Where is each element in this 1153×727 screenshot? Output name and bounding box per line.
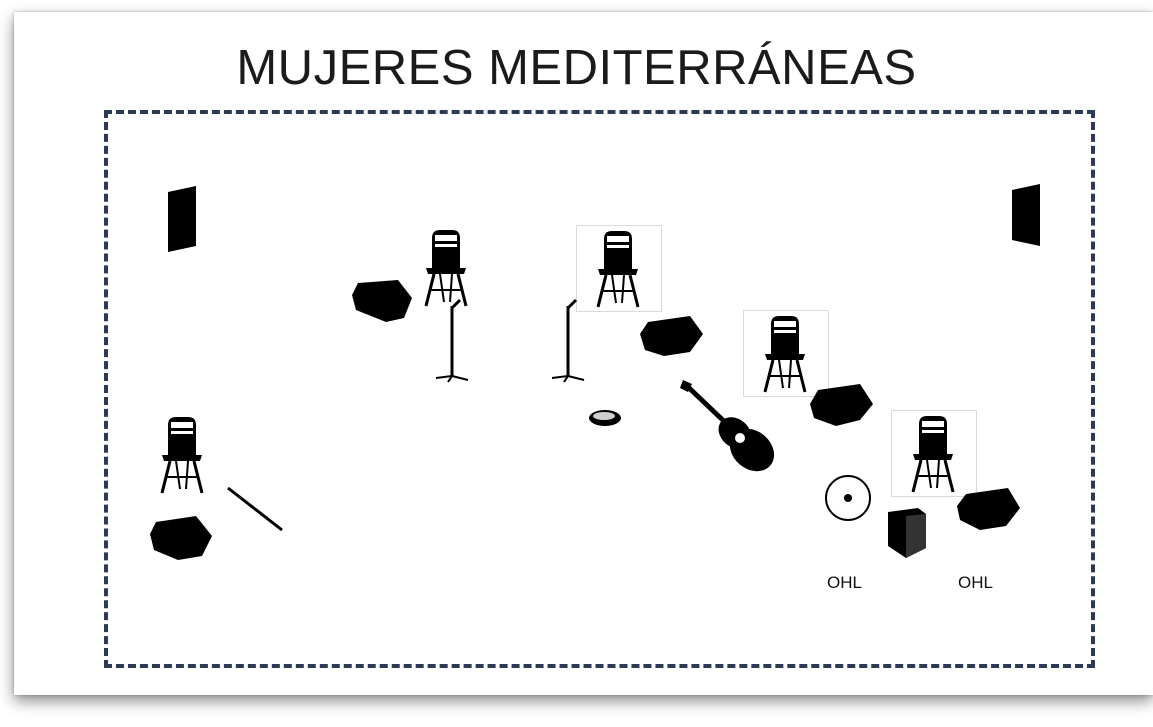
ohl-label-right: OHL (958, 573, 993, 592)
cajon-icon (888, 508, 926, 558)
chair-icon (596, 229, 640, 309)
side-fill-speaker-icon (1012, 184, 1040, 246)
ohl-label-left: OHL (827, 573, 862, 592)
monitor-wedge-icon (352, 280, 412, 322)
guitar-icon (680, 380, 775, 472)
chair-icon (763, 314, 807, 394)
monitor-wedge-icon (640, 316, 703, 356)
monitor-wedge-icon (150, 516, 212, 560)
side-fill-speaker-icon (168, 186, 196, 252)
mic-stand-icon (550, 298, 586, 384)
stage-boundary (104, 110, 1095, 668)
tambourine-icon (589, 410, 621, 426)
mic-stand-icon (434, 298, 470, 384)
monitor-wedge-icon (957, 488, 1020, 530)
chair-icon (424, 228, 468, 308)
chair-icon (911, 414, 955, 494)
flute-icon (227, 486, 283, 532)
monitor-wedge-icon (810, 384, 873, 426)
chair-icon (160, 415, 204, 495)
stage-plot-sheet (44, 30, 1134, 682)
cymbal-icon (825, 475, 871, 521)
diagram-title: MUJERES MEDITERRÁNEAS (236, 41, 917, 95)
